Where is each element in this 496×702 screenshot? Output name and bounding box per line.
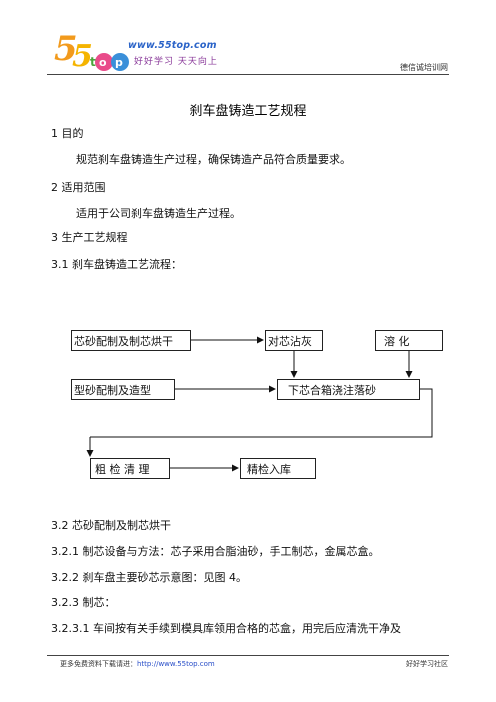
section-3-2-3-1: 3.2.3.1 车间按有关手续到模具库领用合格的芯盒，用完后应清洗干净及 (51, 622, 401, 635)
footer-download-note: 更多免费资料下载请进：http://www.55top.com (60, 659, 215, 669)
flow-core-sand-box: 芯砂配制及制芯烘干 (71, 330, 191, 351)
section-1-heading: 1 目的 (51, 127, 84, 140)
flow-core-dip-box: 对芯沾灰 (265, 330, 323, 351)
header-divider (47, 74, 449, 75)
footer-community: 好好学习社区 (406, 660, 448, 668)
footer-divider (47, 655, 449, 656)
section-3-2-heading: 3.2 芯砂配制及制芯烘干 (51, 519, 171, 532)
header-site-name: 德信诚培训网 (400, 63, 448, 72)
flow-mold-sand-box: 型砂配制及造型 (71, 379, 175, 400)
section-3-2-2: 3.2.2 刹车盘主要砂芯示意图：见图 4。 (51, 571, 247, 584)
section-3-2-3: 3.2.3 制芯： (51, 596, 116, 609)
svg-text:5: 5 (72, 39, 93, 74)
section-3-2-1: 3.2.1 制芯设备与方法：芯子采用合脂油砂，手工制芯，金属芯盒。 (51, 545, 380, 558)
section-3-heading: 3 生产工艺规程 (51, 231, 128, 244)
flow-rough-clean-box: 粗 检 清 理 (90, 458, 170, 479)
section-2-heading: 2 适用范围 (51, 181, 106, 194)
logo-url[interactable]: www.55top.com (128, 40, 217, 51)
section-3-1-heading: 3.1 刹车盘铸造工艺流程： (51, 258, 182, 271)
svg-text:5: 5 (54, 29, 78, 69)
page-title: 刹车盘铸造工艺规程 (189, 104, 307, 119)
section-1-body: 规范刹车盘铸造生产过程，确保铸造产品符合质量要求。 (76, 153, 351, 166)
svg-text:t: t (90, 55, 96, 69)
logo-55-mark: 5 5 o p t (54, 29, 129, 74)
logo-slogan: 好好学习 天天向上 (134, 57, 218, 67)
flow-final-check-box: 精检入库 (240, 458, 316, 479)
flow-pour-box: 下芯合箱浇注落砂 (277, 379, 420, 400)
svg-text:p: p (115, 56, 123, 69)
flow-melt-box: 溶 化 (375, 330, 443, 351)
site-logo[interactable]: 5 5 o p t (52, 26, 232, 76)
footer-download-label: 更多免费资料下载请进： (60, 660, 137, 668)
section-2-body: 适用于公司刹车盘铸造生产过程。 (76, 207, 241, 220)
footer-download-link[interactable]: http://www.55top.com (137, 660, 215, 668)
svg-text:o: o (99, 56, 107, 69)
